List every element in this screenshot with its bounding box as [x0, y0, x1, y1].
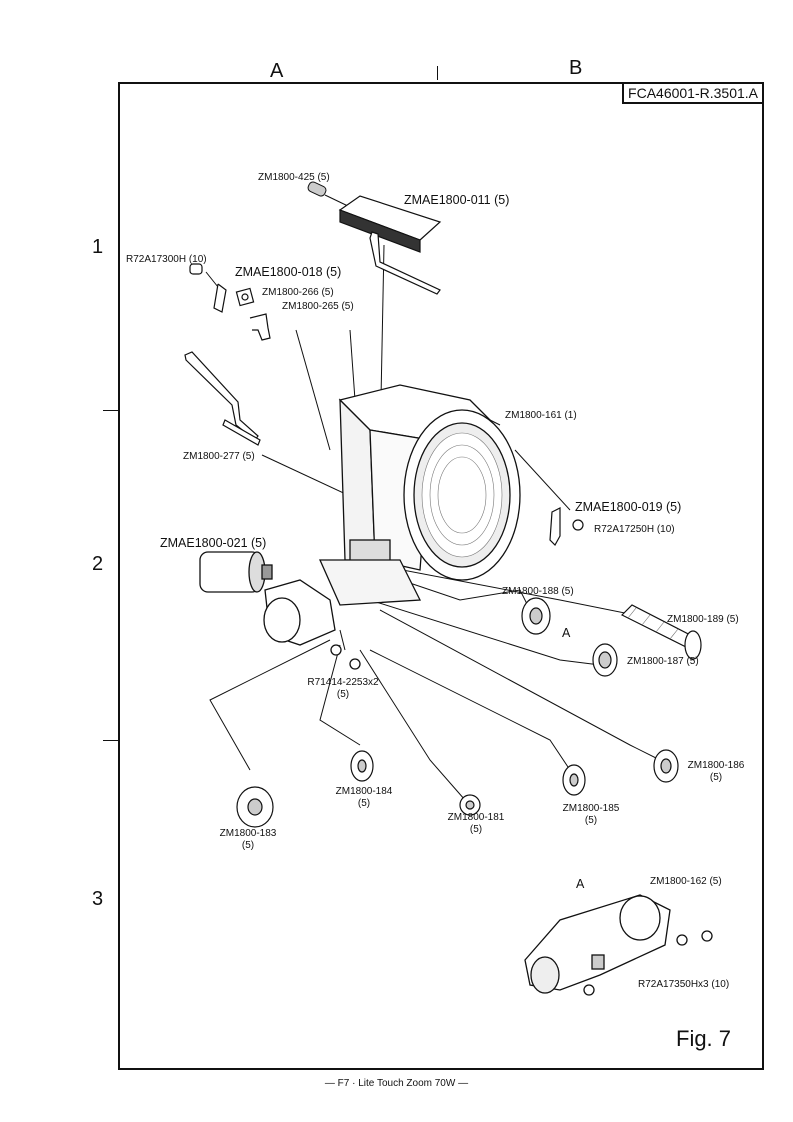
marker-a-lower: A [576, 877, 585, 891]
label-zm1800-189: ZM1800-189 (5) [667, 614, 739, 625]
label-zm1800-277: ZM1800-277 (5) [183, 451, 255, 462]
label-zm1800-183: ZM1800-183 (5) [212, 828, 284, 852]
label-zm1800-181: ZM1800-181 (5) [440, 812, 512, 836]
row-divider-tick-2 [103, 740, 119, 741]
label-zm1800-425: ZM1800-425 (5) [258, 172, 330, 183]
label-zm1800-184: ZM1800-184 (5) [328, 786, 400, 810]
label-zm1800-183-line2: (5) [241, 840, 255, 851]
label-zm1800-183-line1: ZM1800-183 [219, 828, 277, 839]
column-label-b: B [569, 57, 583, 79]
drawing-frame: FCA46001-R.3501.A [118, 82, 764, 1070]
label-zmae1800-019: ZMAE1800-019 (5) [575, 500, 682, 514]
label-zm1800-185-line2: (5) [584, 815, 598, 826]
document-code: FCA46001-R.3501.A [622, 82, 764, 104]
label-r72a17350h: R72A17350Hx3 (10) [638, 979, 730, 990]
column-divider-tick [437, 66, 438, 80]
label-zm1800-187: ZM1800-187 (5) [627, 656, 699, 667]
label-r71414-line2: (5) [336, 689, 350, 700]
label-zm1800-265: ZM1800-265 (5) [282, 301, 354, 312]
label-zm1800-184-line2: (5) [357, 798, 371, 809]
label-zm1800-186: ZM1800-186 (5) [680, 760, 752, 784]
label-zm1800-186-line2: (5) [709, 772, 723, 783]
label-zm1800-162: ZM1800-162 (5) [650, 876, 722, 887]
label-r72a17300h: R72A17300H (10) [126, 254, 207, 265]
label-zm1800-184-line1: ZM1800-184 [335, 786, 393, 797]
label-zm1800-188: ZM1800-188 (5) [502, 586, 574, 597]
page-footer: — F7 · Lite Touch Zoom 70W — [324, 1078, 469, 1089]
label-r72a17250h: R72A17250H (10) [594, 524, 675, 535]
marker-a-upper: A [562, 626, 571, 640]
label-zm1800-186-line1: ZM1800-186 [687, 760, 745, 771]
row-divider-tick-1 [103, 410, 119, 411]
label-zm1800-185: ZM1800-185 (5) [555, 803, 627, 827]
row-label-3: 3 [92, 888, 104, 910]
figure-label: Fig. 7 [676, 1026, 732, 1051]
label-zm1800-185-line1: ZM1800-185 [562, 803, 620, 814]
row-label-2: 2 [92, 553, 104, 575]
label-zmae1800-021: ZMAE1800-021 (5) [160, 536, 267, 550]
label-zmae1800-011: ZMAE1800-011 (5) [404, 193, 510, 207]
label-zm1800-181-line1: ZM1800-181 [447, 812, 505, 823]
column-label-a: A [270, 60, 284, 82]
label-zm1800-266: ZM1800-266 (5) [262, 287, 334, 298]
row-label-1: 1 [92, 236, 104, 258]
label-r71414-line1: R71414-2253x2 [307, 677, 379, 688]
label-r71414-2253x2: R71414-2253x2 (5) [300, 677, 386, 701]
label-zmae1800-018: ZMAE1800-018 (5) [235, 265, 342, 279]
label-zm1800-161: ZM1800-161 (1) [505, 410, 577, 421]
label-zm1800-181-line2: (5) [469, 824, 483, 835]
